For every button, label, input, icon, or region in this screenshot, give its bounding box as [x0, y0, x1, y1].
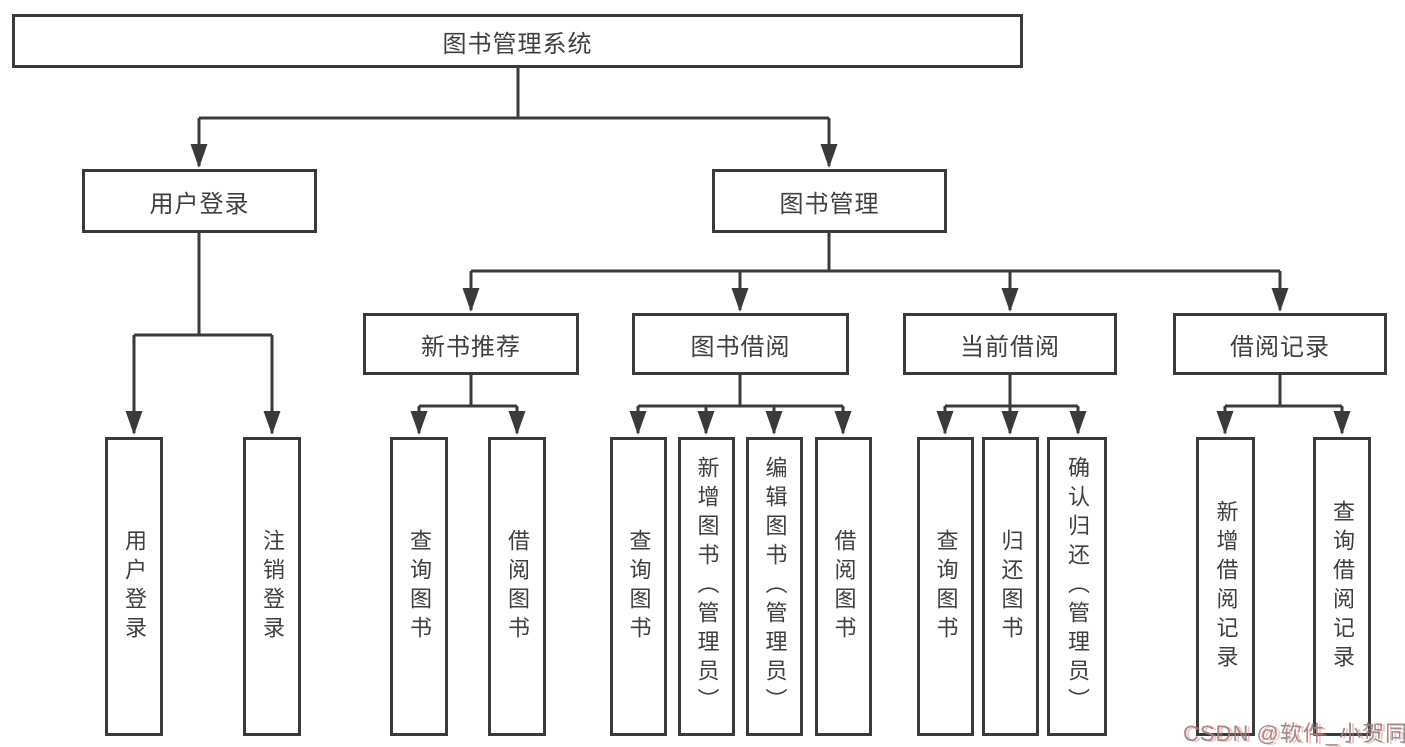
node-book-management-label: 图书管理 [779, 190, 880, 218]
leaf-query-books-current: 查询图书 [917, 437, 974, 736]
leaf-return-books-label: 归还图书 [998, 528, 1024, 645]
leaf-borrow-books-recommend: 借阅图书 [488, 437, 546, 736]
leaf-add-book-admin-label: 新增图书（管理员） [694, 456, 720, 717]
node-book-borrow-label: 图书借阅 [690, 333, 791, 361]
csdn-watermark: CSDN @软件_小贺同学 [1183, 721, 1405, 746]
leaf-borrow-books-recommend-label: 借阅图书 [505, 528, 530, 645]
leaf-edit-book-admin-label: 编辑图书（管理员） [762, 456, 788, 717]
leaf-query-borrow-record-label: 查询借阅记录 [1330, 499, 1355, 674]
node-root-system: 图书管理系统 [12, 14, 1023, 68]
node-borrow-records-label: 借阅记录 [1230, 333, 1330, 361]
leaf-borrow-books-label: 借阅图书 [831, 528, 857, 645]
leaf-query-borrow-record: 查询借阅记录 [1313, 437, 1371, 736]
leaf-edit-book-admin: 编辑图书（管理员） [746, 437, 803, 736]
node-book-management: 图书管理 [712, 169, 947, 233]
leaf-query-books-recommend-label: 查询图书 [407, 528, 432, 645]
leaf-add-borrow-record-label: 新增借阅记录 [1213, 499, 1239, 674]
node-new-book-recommend: 新书推荐 [363, 313, 579, 375]
node-book-borrow: 图书借阅 [632, 313, 849, 375]
node-current-borrow-label: 当前借阅 [960, 333, 1060, 361]
node-root-label: 图书管理系统 [442, 30, 593, 58]
leaf-borrow-books: 借阅图书 [815, 437, 872, 736]
leaf-query-books-borrow: 查询图书 [610, 437, 667, 736]
node-borrow-records: 借阅记录 [1173, 313, 1387, 375]
leaf-logout: 注销登录 [243, 437, 301, 736]
leaf-add-borrow-record: 新增借阅记录 [1196, 437, 1255, 736]
leaf-confirm-return-admin: 确认归还（管理员） [1047, 437, 1107, 736]
node-current-borrow: 当前借阅 [903, 313, 1117, 375]
leaf-user-login-label: 用户登录 [122, 528, 147, 645]
leaf-return-books: 归还图书 [982, 437, 1039, 736]
node-user-login: 用户登录 [82, 169, 317, 233]
node-new-book-recommend-label: 新书推荐 [421, 333, 521, 361]
leaf-add-book-admin: 新增图书（管理员） [678, 437, 735, 736]
node-user-login-label: 用户登录 [149, 190, 250, 218]
leaf-logout-label: 注销登录 [260, 528, 285, 645]
leaf-query-books-borrow-label: 查询图书 [626, 528, 652, 645]
leaf-query-books-current-label: 查询图书 [933, 528, 959, 645]
leaf-query-books-recommend: 查询图书 [390, 437, 448, 736]
leaf-user-login: 用户登录 [105, 437, 163, 736]
leaf-confirm-return-admin-label: 确认归还（管理员） [1065, 456, 1090, 717]
